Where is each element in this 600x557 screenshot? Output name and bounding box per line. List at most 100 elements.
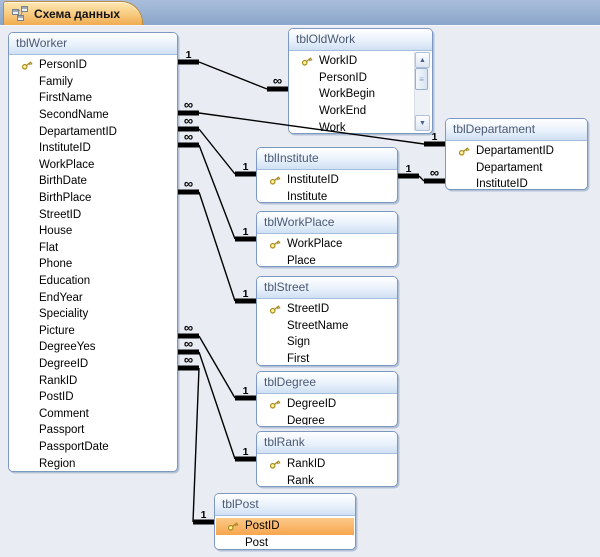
field-row-SecondName[interactable]: SecondName <box>10 107 176 124</box>
relationship-tblDepartament-tblWorker[interactable]: ∞1 <box>178 97 445 147</box>
key-icon <box>290 55 319 67</box>
table-title[interactable]: tblDegree <box>257 372 397 394</box>
field-row-DepartamentID[interactable]: DepartamentID <box>447 143 586 160</box>
field-row-DegreeID[interactable]: DegreeID <box>10 356 176 373</box>
table-title[interactable]: tblStreet <box>257 277 397 299</box>
field-row-PersonID[interactable]: PersonID <box>10 57 176 74</box>
scroll-up-button[interactable]: ▲ <box>415 52 430 68</box>
field-row-StreetID[interactable]: StreetID <box>10 206 176 223</box>
field-row-DegreeYes[interactable]: DegreeYes <box>10 339 176 356</box>
field-row-WorkBegin[interactable]: WorkBegin <box>290 86 431 103</box>
field-row-Rank[interactable]: Rank <box>258 473 396 485</box>
field-row-Comment[interactable]: Comment <box>10 405 176 422</box>
cardinality-label: 1 <box>243 226 249 238</box>
field-name: Rank <box>287 474 314 485</box>
relationship-tblWorker-tblOldWork[interactable]: 1∞ <box>178 49 288 92</box>
table-title[interactable]: tblRank <box>257 432 397 454</box>
tab-bar: Схема данных <box>0 0 600 25</box>
relationship-tblPost-tblWorker[interactable]: ∞1 <box>178 352 214 525</box>
field-row-Place[interactable]: Place <box>258 253 396 265</box>
field-name: First <box>287 353 310 364</box>
cardinality-label: 1 <box>406 163 412 175</box>
field-row-PostID[interactable]: PostID <box>10 389 176 406</box>
field-row-PersonID[interactable]: PersonID <box>290 70 431 87</box>
relationship-tblStreet-tblWorker[interactable]: ∞1 <box>178 176 256 304</box>
field-row-DepartamentID[interactable]: DepartamentID <box>10 123 176 140</box>
field-row-Flat[interactable]: Flat <box>10 240 176 257</box>
relationship-tblRank-tblWorker[interactable]: ∞1 <box>178 336 256 462</box>
field-name: PersonID <box>319 71 367 84</box>
vertical-scrollbar[interactable]: ▲≡ ▼ <box>414 52 430 131</box>
field-row-RankID[interactable]: RankID <box>258 456 396 473</box>
field-row-Institute[interactable]: Institute <box>258 189 396 201</box>
scroll-down-button[interactable]: ▼ <box>415 115 430 131</box>
field-row-WorkEnd[interactable]: WorkEnd <box>290 103 431 120</box>
cardinality-label: ∞ <box>430 165 439 180</box>
field-name: Work <box>319 121 346 132</box>
table-title[interactable]: tblInstitute <box>257 148 397 170</box>
field-name: House <box>39 225 73 238</box>
field-row-WorkPlace[interactable]: WorkPlace <box>10 157 176 174</box>
relationship-tblInstitute-tblDepartament[interactable]: 1∞ <box>398 163 445 184</box>
field-row-DegreeID[interactable]: DegreeID <box>258 396 396 413</box>
field-row-House[interactable]: House <box>10 223 176 240</box>
field-row-RankID[interactable]: RankID <box>10 372 176 389</box>
field-row-WorkID[interactable]: WorkID <box>290 53 431 70</box>
field-row-Departament[interactable]: Departament <box>447 160 586 177</box>
field-row-Region[interactable]: Region <box>10 455 176 470</box>
field-name: WorkBegin <box>319 88 376 101</box>
field-row-StreetName[interactable]: StreetName <box>258 318 396 335</box>
field-row-Education[interactable]: Education <box>10 273 176 290</box>
field-row-BirthPlace[interactable]: BirthPlace <box>10 190 176 207</box>
field-row-InstituteID[interactable]: InstituteID <box>10 140 176 157</box>
field-row-PassportDate[interactable]: PassportDate <box>10 439 176 456</box>
field-row-Family[interactable]: Family <box>10 74 176 91</box>
field-row-Phone[interactable]: Phone <box>10 256 176 273</box>
field-row-Picture[interactable]: Picture <box>10 323 176 340</box>
table-title[interactable]: tblWorkPlace <box>257 212 397 234</box>
field-name: RankID <box>39 374 78 387</box>
field-name: DepartamentID <box>39 125 117 138</box>
table-title[interactable]: tblPost <box>215 494 355 516</box>
scroll-thumb[interactable]: ≡ <box>415 68 428 90</box>
table-title[interactable]: tblWorker <box>9 33 177 55</box>
field-row-Speciality[interactable]: Speciality <box>10 306 176 323</box>
field-row-StreetID[interactable]: StreetID <box>258 301 396 318</box>
field-name: InstituteID <box>476 178 528 188</box>
field-row-Passport[interactable]: Passport <box>10 422 176 439</box>
field-row-Degree[interactable]: Degree <box>258 413 396 425</box>
field-row-BirthDate[interactable]: BirthDate <box>10 173 176 190</box>
table-title[interactable]: tblDepartament <box>446 119 587 141</box>
field-name: SecondName <box>39 109 109 122</box>
field-row-InstituteID[interactable]: InstituteID <box>447 176 586 188</box>
field-row-Post[interactable]: Post <box>216 535 354 548</box>
field-name: DegreeID <box>39 357 89 370</box>
field-name: DegreeID <box>287 398 337 411</box>
field-row-WorkPlace[interactable]: WorkPlace <box>258 236 396 253</box>
field-row-First[interactable]: First <box>258 351 396 364</box>
relationship-tblDegree-tblWorker[interactable]: ∞1 <box>178 320 256 401</box>
field-name: DepartamentID <box>476 145 554 158</box>
relationship-tblWorkPlace-tblWorker[interactable]: ∞1 <box>178 129 256 242</box>
table-title[interactable]: tblOldWork <box>289 29 432 51</box>
relationship-tblInstitute-tblWorker[interactable]: ∞1 <box>178 113 256 177</box>
field-row-Sign[interactable]: Sign <box>258 334 396 351</box>
field-row-PostID[interactable]: PostID <box>216 518 354 535</box>
field-name: Phone <box>39 258 73 271</box>
field-row-EndYear[interactable]: EndYear <box>10 289 176 306</box>
tab-relationships[interactable]: Схема данных <box>3 1 143 25</box>
field-row-Work[interactable]: Work <box>290 119 431 132</box>
field-row-FirstName[interactable]: FirstName <box>10 90 176 107</box>
field-row-InstituteID[interactable]: InstituteID <box>258 172 396 189</box>
